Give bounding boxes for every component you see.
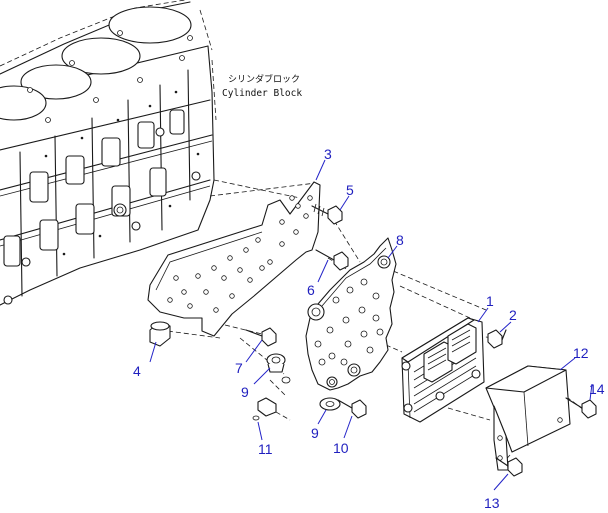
callout-13: 13 [484, 495, 500, 511]
callout-leaders [149, 159, 593, 491]
callout-9-lower: 9 [311, 425, 319, 441]
ecm-cover [485, 365, 571, 471]
nut-9-upper [266, 353, 291, 384]
mounting-plate [147, 181, 321, 337]
engine-control-module [401, 317, 485, 423]
callout-1: 1 [486, 293, 494, 309]
callout-4: 4 [133, 363, 141, 379]
callout-6: 6 [307, 282, 315, 298]
bolt-5 [311, 203, 343, 225]
spacer [149, 321, 171, 347]
callout-8: 8 [396, 232, 404, 248]
bolt-2 [487, 329, 507, 349]
callout-3: 3 [324, 146, 332, 162]
callout-14: 14 [589, 381, 605, 397]
callout-11: 11 [258, 441, 273, 457]
bolt-14 [565, 397, 597, 419]
bolt-10 [337, 399, 367, 419]
callout-2: 2 [509, 307, 517, 323]
ecm-bracket [305, 237, 397, 391]
callout-5: 5 [346, 182, 354, 198]
callout-10: 10 [333, 440, 349, 456]
callout-12: 12 [573, 345, 589, 361]
bolt-6 [315, 249, 349, 271]
cylinder-block-label-en: Cylinder Block [222, 88, 302, 99]
callout-7: 7 [235, 360, 243, 376]
cylinder-block-label-jp: シリンダブロック [228, 73, 300, 85]
bolt-13 [495, 457, 523, 477]
cylinder-block [0, 0, 217, 306]
washer-9-lower [319, 397, 341, 411]
bolt-7 [245, 327, 277, 347]
callout-9-upper: 9 [241, 384, 249, 400]
callout-numbers: 3 5 8 6 1 2 12 14 7 9 4 11 9 10 13 [133, 146, 605, 511]
fitting-11 [252, 397, 277, 421]
